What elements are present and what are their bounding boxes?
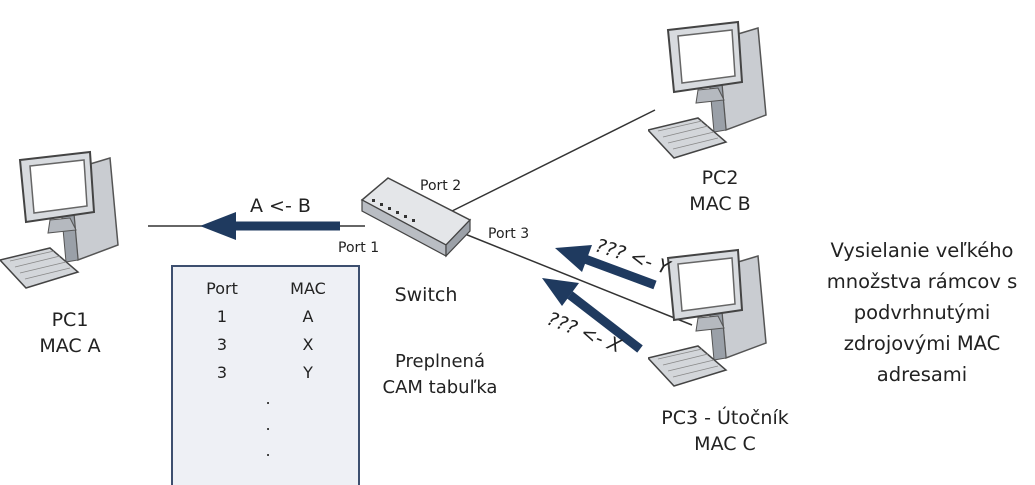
cam-row-port: 3	[216, 335, 228, 354]
cam-ellipsis-dot: .	[265, 415, 271, 434]
attack-description-line: podvrhnutými	[853, 301, 991, 324]
pc2-mac: MAC B	[689, 193, 751, 215]
pc2-icon	[648, 21, 767, 159]
attack-description-line: adresami	[876, 363, 968, 386]
cam-header-mac: MAC	[290, 279, 326, 298]
attack-arrow-x	[542, 278, 643, 353]
cam-row-port: 1	[216, 307, 228, 326]
cam-ellipsis-dot: .	[265, 441, 271, 460]
switch-label: Switch	[394, 284, 458, 306]
pc1-icon	[0, 151, 119, 289]
attack-description-line: množstva rámcov s	[826, 270, 1018, 293]
cam-row-mac: A	[302, 307, 314, 326]
attack-description-line: zdrojovými MAC	[843, 332, 1001, 355]
port-2-label: Port 2	[420, 178, 462, 194]
attack-description: Vysielanie veľkého množstva rámcov s pod…	[812, 235, 1032, 390]
frame-label-a-b: A <- B	[250, 195, 311, 217]
pc1-mac: MAC A	[39, 335, 101, 357]
link-switch-pc2	[439, 109, 656, 218]
pc1-name: PC1	[51, 309, 89, 331]
cam-row-mac: Y	[303, 363, 313, 382]
pc3-mac: MAC C	[694, 433, 756, 455]
cam-caption-line2: CAM tabuľka	[382, 377, 498, 398]
cam-ellipsis-dot: .	[265, 389, 271, 408]
cam-row-port: 3	[216, 363, 228, 382]
cam-table: Port MAC 1 A 3 X 3 Y . . .	[171, 265, 360, 485]
port-3-label: Port 3	[488, 226, 530, 242]
cam-header-port: Port	[206, 279, 238, 298]
frame-arrow-pc1	[200, 212, 340, 240]
network-switch-icon	[360, 177, 472, 258]
port-1-label: Port 1	[338, 240, 380, 256]
cam-row-mac: X	[302, 335, 314, 354]
link-switch-pc3	[449, 227, 693, 326]
attack-description-line: Vysielanie veľkého	[830, 239, 1014, 262]
cam-caption-line1: Preplnená	[395, 351, 485, 372]
pc1-label: PC1 MAC A	[30, 307, 110, 359]
pc3-label: PC3 - Útočník MAC C	[640, 405, 810, 457]
pc2-name: PC2	[701, 167, 739, 189]
pc2-label: PC2 MAC B	[675, 165, 765, 217]
attack-arrow-y	[555, 245, 657, 290]
cam-caption: Preplnená CAM tabuľka	[378, 349, 502, 401]
pc3-name: PC3 - Útočník	[661, 407, 789, 429]
